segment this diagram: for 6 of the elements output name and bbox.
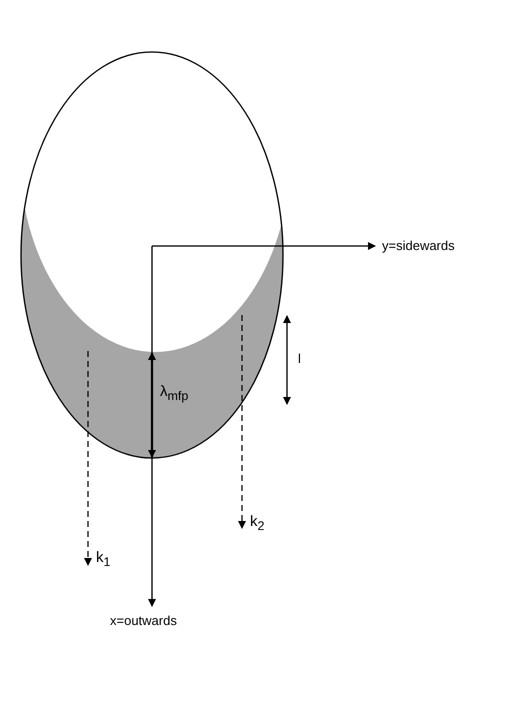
axis-label: y=sidewards <box>382 239 455 252</box>
wave-vector-label: k$_{2}$ <box>250 514 264 532</box>
axis-label: x=outwards <box>110 614 177 627</box>
wave-vector-label: k$_{1}$ <box>96 550 110 568</box>
dimension-label: l <box>298 352 301 365</box>
dimension-label: λ$_{mfp}$ <box>160 384 188 402</box>
